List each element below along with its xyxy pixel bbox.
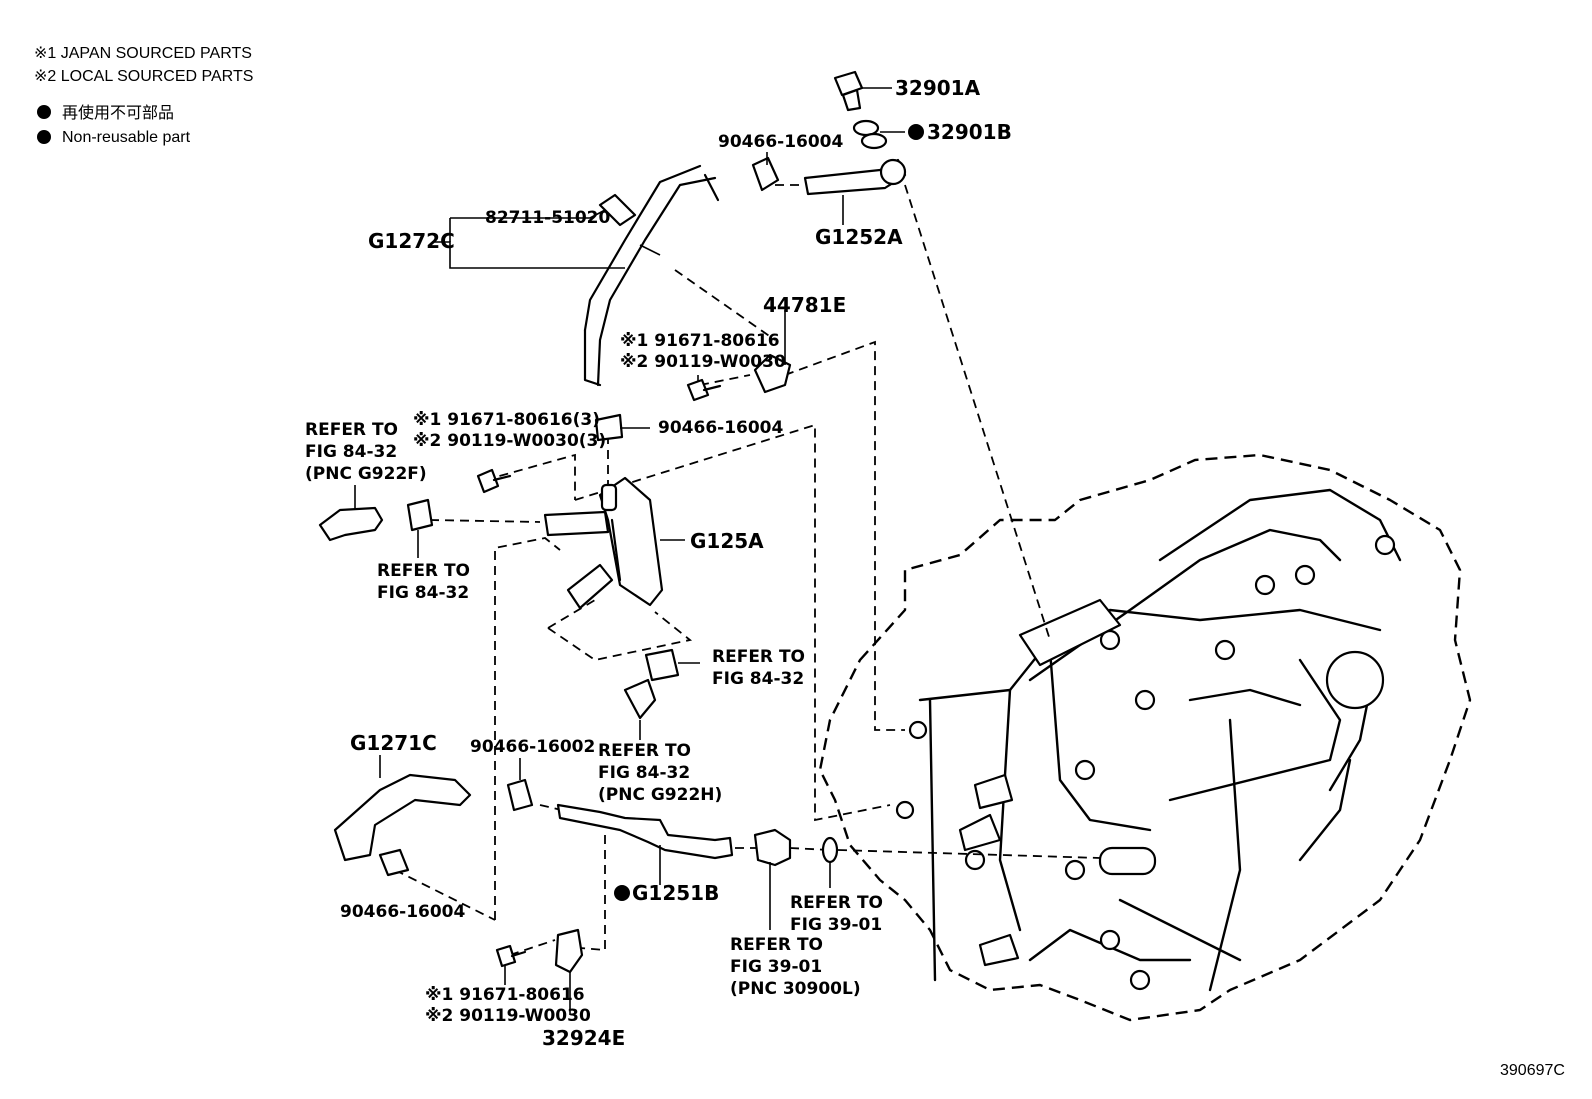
label-90466-low[interactable]: 90466-16004 [340, 902, 466, 922]
solid-leaders [354, 87, 905, 1015]
pipe-G1251B[interactable] [556, 803, 734, 860]
cooler-port [1098, 846, 1157, 876]
label-32924E[interactable]: 32924E [542, 1026, 625, 1050]
nonreusable-dot-icon [908, 124, 924, 140]
clamp-lower-left[interactable] [378, 848, 410, 877]
legend-nonreusable-jp: 再使用不可部品 [62, 104, 174, 122]
union-fitting[interactable] [753, 828, 792, 867]
label-82711[interactable]: 82711-51020 [485, 208, 611, 228]
reference-labels: REFER TO FIG 84-32 (PNC G922F) REFER TO … [305, 420, 883, 999]
label-G1251B[interactable]: G1251B [632, 881, 719, 905]
label-90466-top[interactable]: 90466-16004 [718, 132, 844, 152]
nonreusable-dot-icon [614, 885, 630, 901]
hose-clamp-right[interactable] [644, 648, 680, 682]
diagram-id: 390697C [1500, 1062, 1565, 1079]
label-bolt1-a[interactable]: ※1 91671-80616 [620, 331, 780, 351]
hose-ref-G922F [318, 506, 384, 542]
label-bolt3-a[interactable]: ※1 91671-80616(3) [413, 410, 600, 430]
ref1-line1[interactable]: REFER TO [305, 420, 398, 440]
legend-japan: ※1 JAPAN SOURCED PARTS [34, 45, 252, 62]
clamp-16002[interactable] [506, 778, 534, 812]
axle-boss [1325, 650, 1385, 710]
union-bolt-32901A[interactable] [833, 70, 864, 112]
ref4-line2[interactable]: FIG 84-32 [598, 763, 690, 783]
clamp-32924E[interactable] [554, 928, 584, 974]
label-bolt3-b[interactable]: ※2 90119-W0030(3) [413, 431, 606, 451]
label-32901A[interactable]: 32901A [895, 76, 981, 100]
nonreusable-dot-icon [37, 130, 51, 144]
o-ring[interactable] [821, 836, 839, 864]
ref5-line1[interactable]: REFER TO [790, 893, 883, 913]
clamp-mid[interactable] [594, 413, 624, 442]
hose-G1272C[interactable] [583, 164, 720, 387]
bolt-x3[interactable] [476, 468, 512, 494]
ref2-line2[interactable]: FIG 84-32 [377, 583, 469, 603]
ref3-line1[interactable]: REFER TO [712, 647, 805, 667]
label-90466-16002[interactable]: 90466-16002 [470, 737, 595, 757]
bracket-44781E[interactable] [753, 353, 792, 394]
ref5-line2[interactable]: FIG 39-01 [790, 915, 882, 935]
label-bolt1-b[interactable]: ※2 90119-W0030 [620, 352, 786, 372]
label-G1272C[interactable]: G1272C [368, 229, 455, 253]
bolt-upper[interactable] [686, 378, 722, 402]
part-labels: 32901A 32901B 90466-16004 G1252A 82711-5… [340, 76, 1565, 1079]
gasket-32901B[interactable] [852, 119, 888, 150]
legend-nonreusable-en: Non-reusable part [62, 129, 191, 146]
nonreusable-dot-icon [37, 105, 51, 119]
ref3-line2[interactable]: FIG 84-32 [712, 669, 804, 689]
label-bolt2-b[interactable]: ※2 90119-W0030 [425, 1006, 591, 1026]
transaxle-case [818, 453, 1472, 1022]
label-32901B[interactable]: 32901B [927, 120, 1012, 144]
label-bolt2-a[interactable]: ※1 91671-80616 [425, 985, 585, 1005]
label-G125A[interactable]: G125A [690, 529, 764, 553]
leader-dashes [394, 184, 1101, 956]
tube-G1252A[interactable] [803, 158, 907, 196]
oil-cooler-G125A[interactable] [543, 476, 664, 610]
ref1-line2[interactable]: FIG 84-32 [305, 442, 397, 462]
hose-G1271C[interactable] [333, 773, 472, 862]
ref6-line3[interactable]: (PNC 30900L) [730, 979, 861, 999]
label-44781E[interactable]: 44781E [763, 293, 846, 317]
legend: ※1 JAPAN SOURCED PARTS ※2 LOCAL SOURCED … [34, 45, 253, 146]
legend-local: ※2 LOCAL SOURCED PARTS [34, 68, 253, 85]
ref2-line1[interactable]: REFER TO [377, 561, 470, 581]
label-90466-mid[interactable]: 90466-16004 [658, 418, 784, 438]
bolt-lower[interactable] [495, 944, 527, 968]
hose-ref-G922H [623, 678, 657, 720]
ref6-line2[interactable]: FIG 39-01 [730, 957, 822, 977]
hose-clamp-left[interactable] [406, 498, 434, 532]
ref6-line1[interactable]: REFER TO [730, 935, 823, 955]
ref4-line3[interactable]: (PNC G922H) [598, 785, 722, 805]
clip-82711[interactable] [598, 193, 637, 227]
ref1-line3[interactable]: (PNC G922F) [305, 464, 427, 484]
clamp-top[interactable] [751, 156, 780, 192]
label-G1252A[interactable]: G1252A [815, 225, 903, 249]
label-G1271C[interactable]: G1271C [350, 731, 437, 755]
ref4-line1[interactable]: REFER TO [598, 741, 691, 761]
